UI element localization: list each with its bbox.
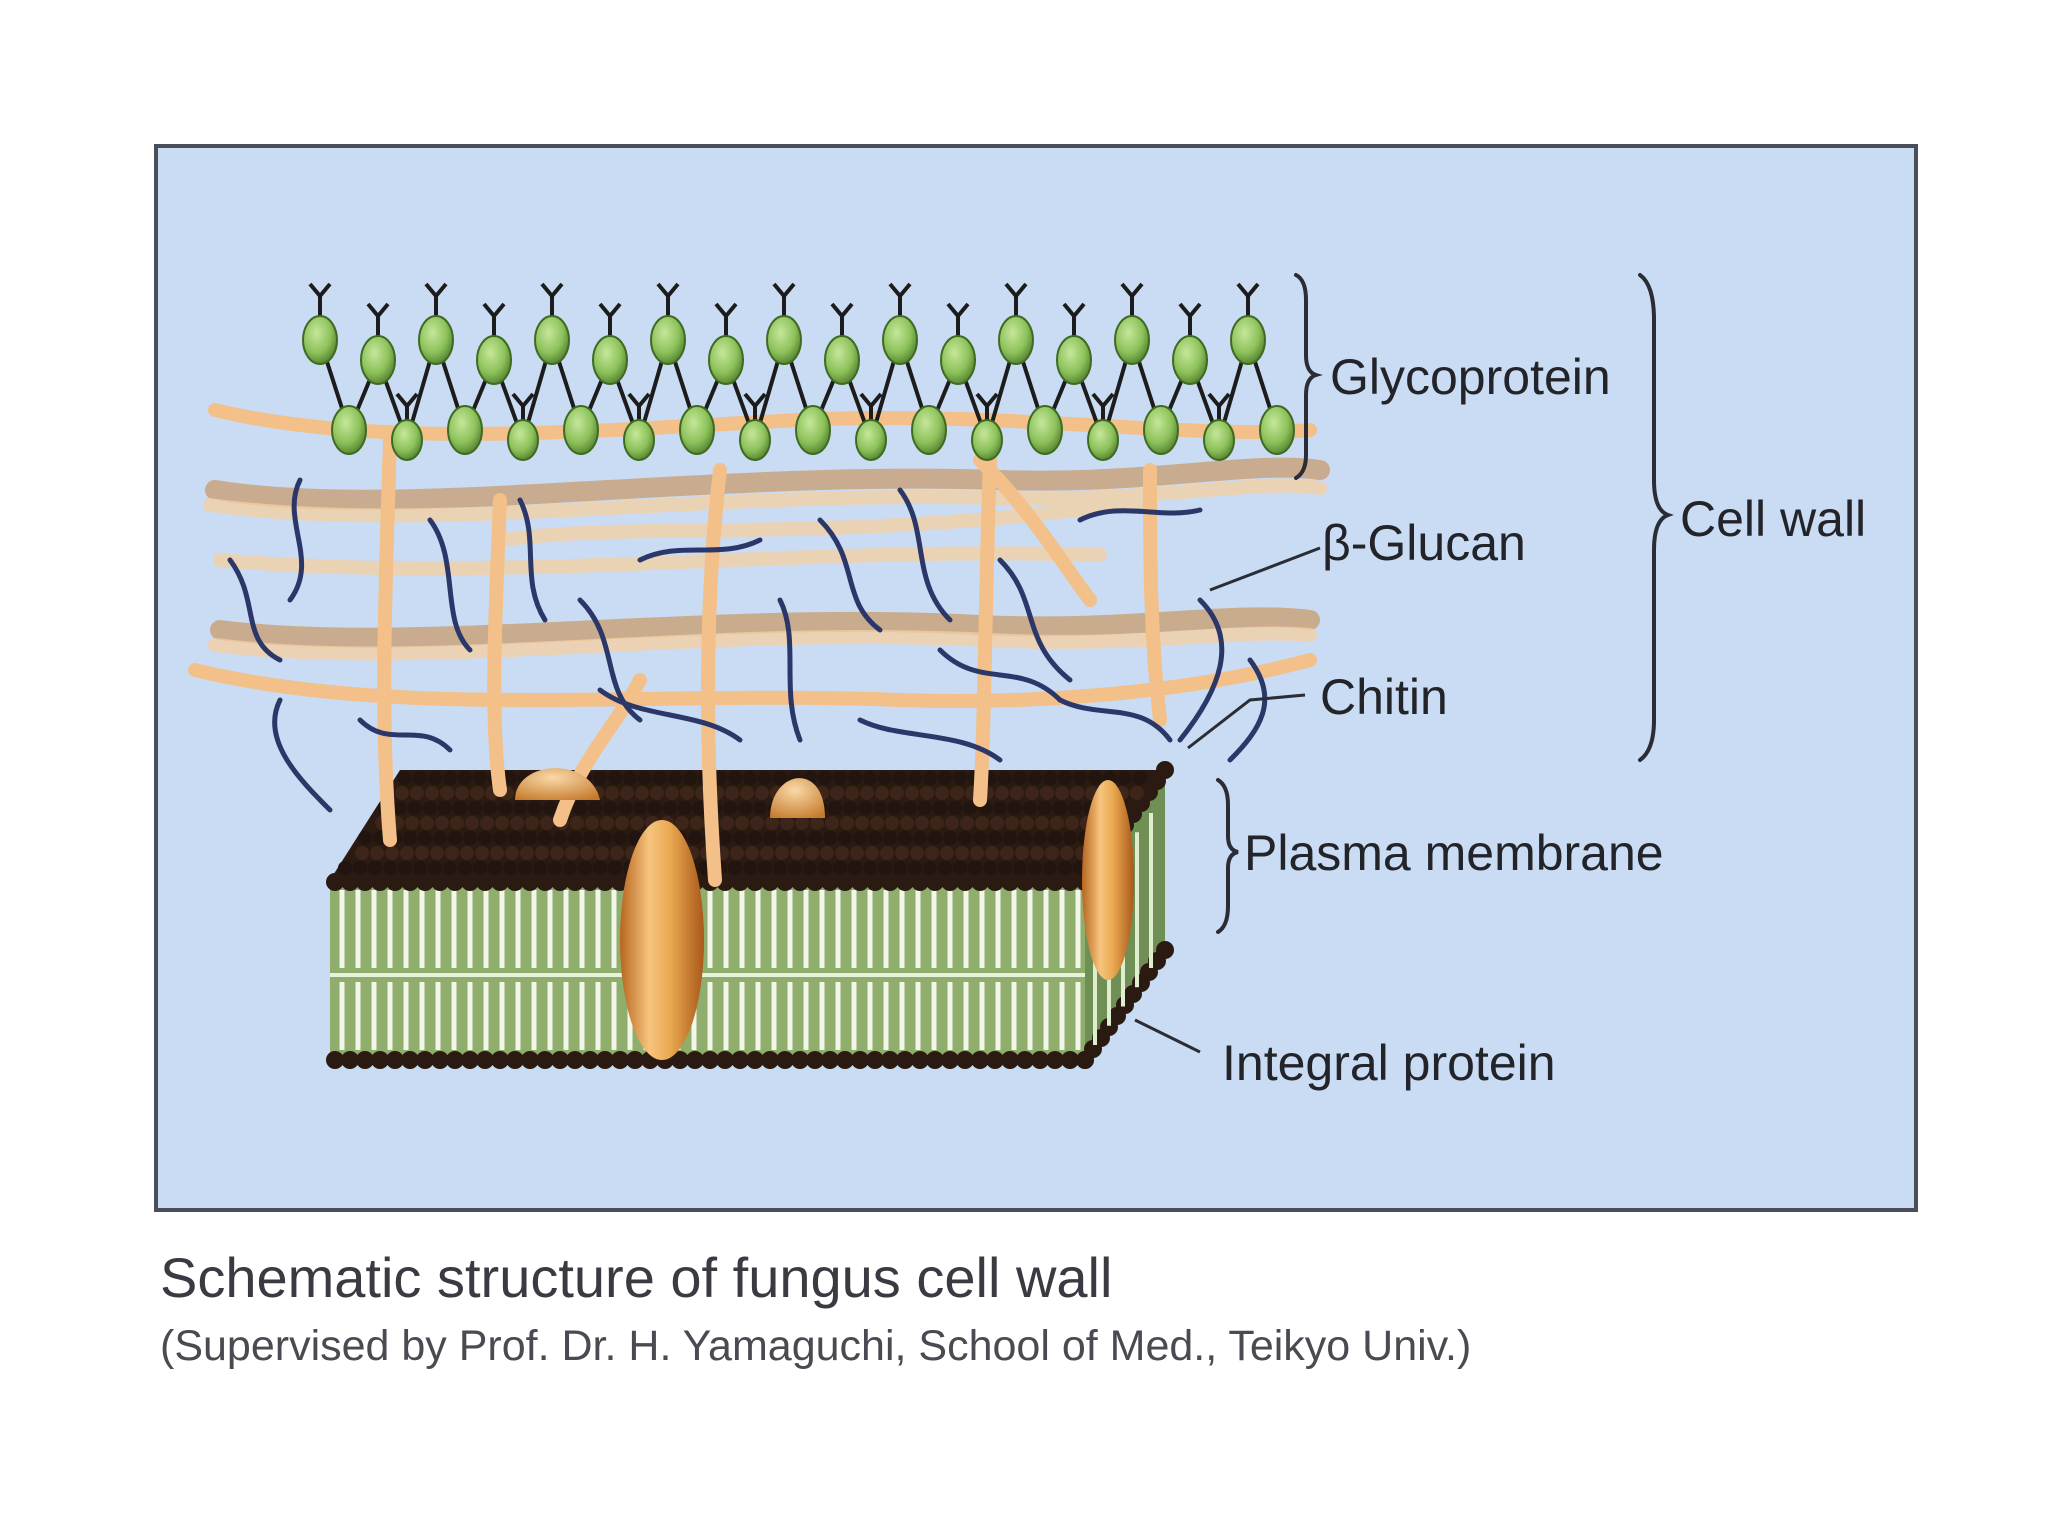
caption-title: Schematic structure of fungus cell wall bbox=[160, 1246, 1113, 1309]
lipid-tails bbox=[339, 890, 1081, 1050]
cell-wall-bracket bbox=[1638, 273, 1674, 762]
label-integral-protein: Integral protein bbox=[1222, 1035, 1556, 1091]
label-chitin: Chitin bbox=[1320, 669, 1448, 725]
label-beta-glucan: β-Glucan bbox=[1322, 515, 1526, 571]
plasma-membrane bbox=[326, 761, 1174, 1069]
label-plasma-membrane: Plasma membrane bbox=[1244, 825, 1664, 881]
chitin-fibers bbox=[188, 403, 1330, 887]
glycoprotein-bracket bbox=[1294, 273, 1323, 480]
caption-credit: (Supervised by Prof. Dr. H. Yamaguchi, S… bbox=[160, 1322, 1472, 1370]
chitin-leader bbox=[1187, 693, 1306, 750]
integral-proteins bbox=[620, 780, 1134, 1060]
integral-protein-front bbox=[620, 820, 704, 1060]
leader-lines bbox=[1134, 546, 1321, 1054]
brackets bbox=[1216, 273, 1674, 934]
integral-protein-side bbox=[1082, 780, 1134, 980]
beta-glucan-strands bbox=[227, 477, 1268, 813]
beta-glucan-leader bbox=[1209, 546, 1321, 592]
peripheral-proteins bbox=[515, 768, 825, 818]
glycoprotein-layer bbox=[302, 282, 1295, 461]
label-cell-wall: Cell wall bbox=[1680, 491, 1867, 547]
integral-protein-leader bbox=[1134, 1018, 1201, 1054]
membrane-bracket bbox=[1216, 778, 1239, 934]
label-glycoprotein: Glycoprotein bbox=[1330, 349, 1611, 405]
